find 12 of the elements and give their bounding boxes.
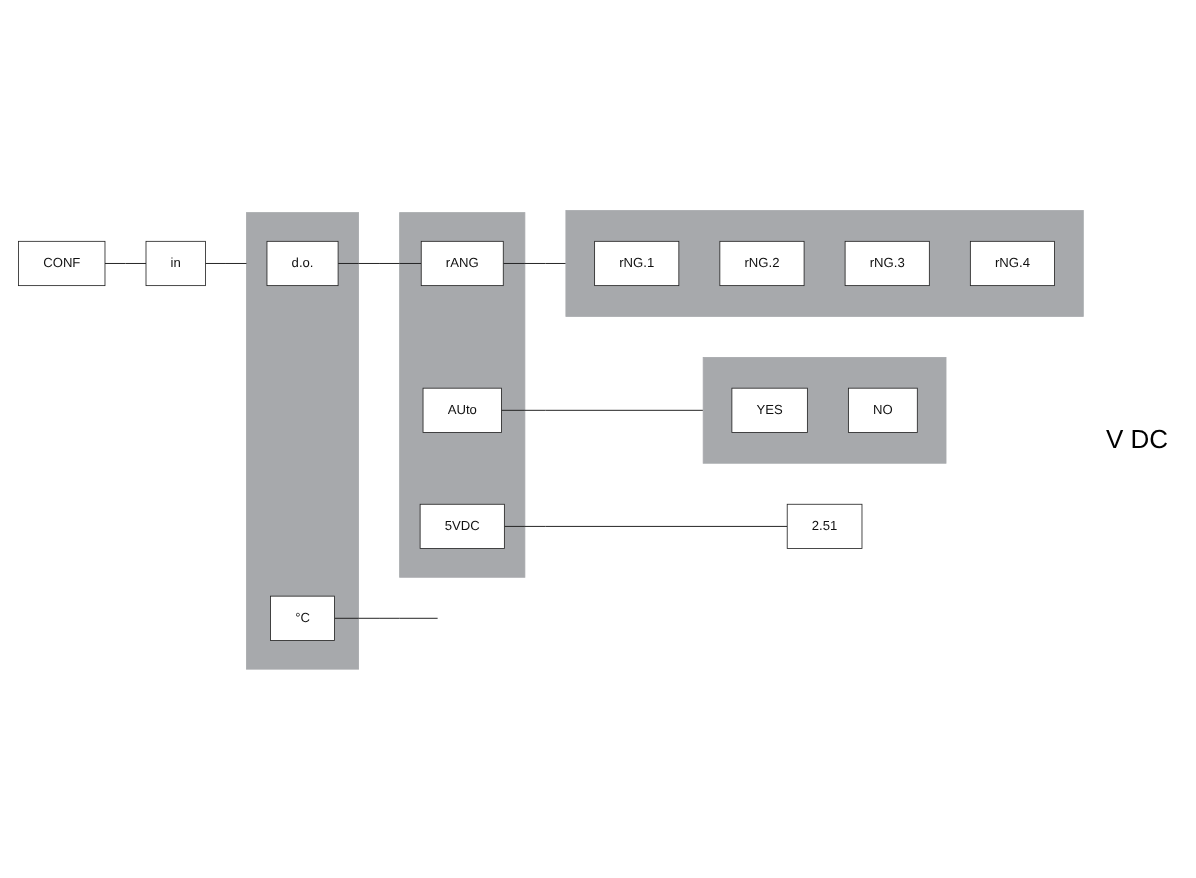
- connector: [503, 525, 788, 526]
- connector: [337, 262, 422, 264]
- connector: [104, 262, 147, 264]
- connector: [204, 262, 247, 264]
- connector: [334, 616, 439, 618]
- cluster: [565, 209, 1084, 316]
- connector: [500, 408, 704, 410]
- unit-label: V DC: [1105, 424, 1168, 454]
- cluster: [246, 211, 359, 669]
- connector: [502, 262, 567, 264]
- cluster: [702, 356, 947, 463]
- cluster: [399, 211, 526, 577]
